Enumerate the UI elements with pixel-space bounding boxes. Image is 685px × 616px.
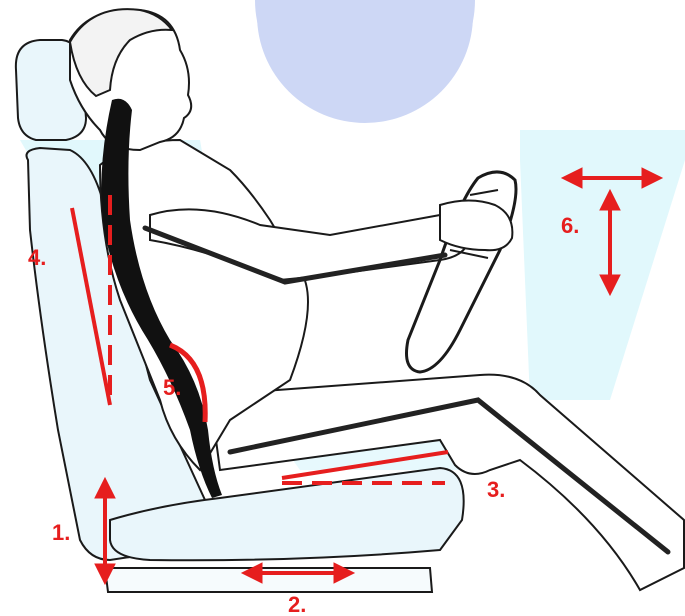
label-cushion-angle: 3. <box>487 477 505 502</box>
label-seat-height: 1. <box>52 520 70 545</box>
label-seat-position: 2. <box>288 592 306 616</box>
label-steering-wheel: 6. <box>561 213 579 238</box>
steering-wheel <box>407 172 517 372</box>
hands <box>440 201 512 251</box>
label-lumbar-support: 5. <box>163 375 181 400</box>
label-backrest-angle: 4. <box>28 245 46 270</box>
